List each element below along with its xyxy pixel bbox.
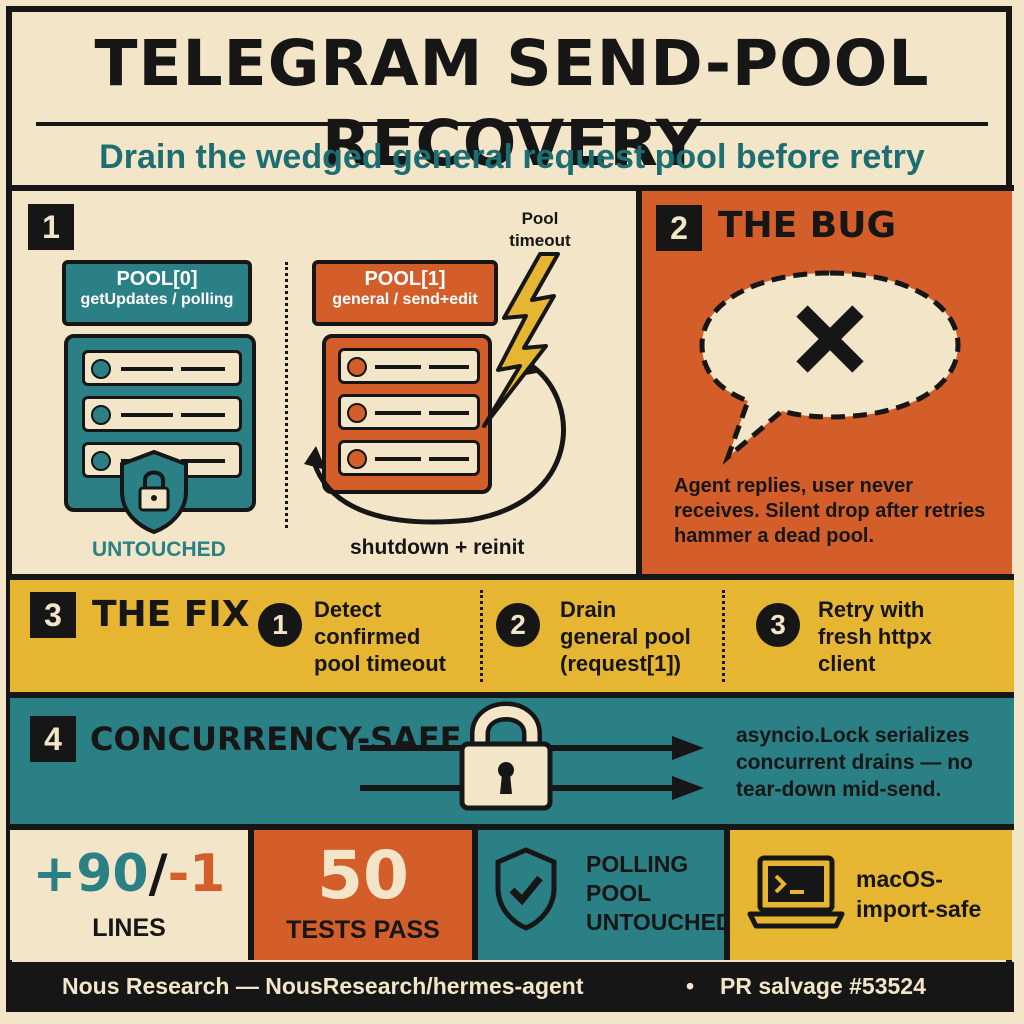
fix-step-line: fresh httpx <box>818 624 932 649</box>
macos-stat: macOS- import-safe <box>730 830 1012 960</box>
fix-step-1: Detect confirmed pool timeout <box>314 596 446 677</box>
lightning-icon <box>482 252 560 428</box>
title-underline <box>36 122 988 126</box>
pool1-subtitle: general / send+edit <box>332 291 478 308</box>
fix-step-line: confirmed <box>314 624 421 649</box>
fix-step-line: Retry with <box>818 597 925 622</box>
pool1-title: POOL[1] <box>364 268 446 290</box>
pool1-server <box>322 334 492 494</box>
fix-panel: 3 THE FIX 1 Detect confirmed pool timeou… <box>10 580 1014 692</box>
fix-step-divider <box>480 590 483 682</box>
concurrency-line: concurrent drains — no <box>736 751 973 774</box>
fix-heading: THE FIX <box>92 594 250 635</box>
divider <box>10 692 1014 698</box>
fix-step-line: pool timeout <box>314 651 446 676</box>
tests-value: 50 <box>317 837 409 914</box>
fix-step-line: client <box>818 651 876 676</box>
fix-step-3: Retry with fresh httpx client <box>818 596 932 677</box>
pool-timeout-label-line2: timeout <box>509 231 571 250</box>
footer-pr: PR salvage #53524 <box>720 973 926 999</box>
page-subtitle: Drain the wedged general request pool be… <box>99 138 925 176</box>
lines-added: +90 <box>32 844 149 904</box>
concurrency-heading: CONCURRENCY-SAFE <box>90 720 462 758</box>
divider <box>10 824 1014 830</box>
panel3-number: 3 <box>30 592 76 638</box>
pool1-slot <box>338 394 480 430</box>
page-title: TELEGRAM SEND-POOL RECOVERY <box>94 27 930 180</box>
fix-step-number: 2 <box>496 603 540 647</box>
divider <box>10 185 1014 191</box>
fix-step-number: 1 <box>258 603 302 647</box>
lines-separator: / <box>148 844 168 904</box>
lines-change: +90/-1 <box>10 844 248 904</box>
polling-line: POLLING <box>586 851 689 877</box>
fix-step-number: 3 <box>756 603 800 647</box>
pool0-slot <box>82 396 242 432</box>
lines-removed: -1 <box>167 844 226 904</box>
footer: Nous Research — NousResearch/hermes-agen… <box>10 962 1014 1012</box>
macos-line: macOS- <box>856 866 943 892</box>
lines-stat: +90/-1 LINES <box>10 830 254 960</box>
bug-heading: THE BUG <box>718 205 897 246</box>
x-speech-bubble-icon <box>699 270 961 465</box>
lines-label: LINES <box>92 914 166 942</box>
pool0-title: POOL[0] <box>116 268 198 290</box>
panel2-number: 2 <box>656 205 702 251</box>
pool-timeout-label: Pool timeout <box>500 208 580 252</box>
fix-step-line: Detect <box>314 597 382 622</box>
panel4-number: 4 <box>30 716 76 762</box>
polling-line: UNTOUCHED <box>586 909 733 935</box>
concurrency-description: asyncio.Lock serializes concurrent drain… <box>736 722 973 803</box>
macos-line: import-safe <box>856 896 982 922</box>
pool0-server <box>64 334 256 512</box>
fix-step-line: (request[1]) <box>560 651 682 676</box>
pool0-subtitle: getUpdates / polling <box>80 291 234 308</box>
concurrency-line: tear-down mid-send. <box>736 778 942 801</box>
footer-credit: Nous Research — NousResearch/hermes-agen… <box>62 973 584 999</box>
polling-text: POLLING POOL UNTOUCHED <box>586 850 733 937</box>
tests-stat: 50 TESTS PASS <box>254 830 478 960</box>
concurrency-line: asyncio.Lock serializes <box>736 724 970 747</box>
pool1-label: POOL[1] general / send+edit <box>312 260 498 326</box>
bug-description: Agent replies, user never receives. Sile… <box>674 475 986 547</box>
pool0-slot <box>82 350 242 386</box>
footer-bullet: • <box>686 973 695 999</box>
pool0-label: POOL[0] getUpdates / polling <box>62 260 252 326</box>
pool-timeout-label-line1: Pool <box>521 209 559 228</box>
fix-step-2: Drain general pool (request[1]) <box>560 596 691 677</box>
panel1-divider <box>285 262 288 528</box>
pool1-slot <box>338 440 480 476</box>
pool1-slot <box>338 348 480 384</box>
bug-panel: 2 THE BUG Agent replies, user never rece… <box>636 191 1012 574</box>
pool1-action: shutdown + reinit <box>350 536 525 559</box>
macos-text: macOS- import-safe <box>856 864 981 924</box>
polling-stat: POLLING POOL UNTOUCHED <box>478 830 733 960</box>
polling-line: POOL <box>586 880 652 906</box>
panel1-number: 1 <box>28 204 74 250</box>
divider <box>10 574 1014 580</box>
fix-step-divider <box>722 590 725 682</box>
concurrency-panel: 4 CONCURRENCY-SAFE asyncio.Lock serializ… <box>10 698 1014 824</box>
fix-step-line: general pool <box>560 624 691 649</box>
terminal-laptop-icon <box>747 855 845 929</box>
lock-shield-icon <box>120 449 188 535</box>
pool0-status: UNTOUCHED <box>92 538 226 561</box>
padlock-icon <box>360 701 704 811</box>
tests-label: TESTS PASS <box>286 916 440 944</box>
fix-step-line: Drain <box>560 597 617 622</box>
shield-check-icon <box>495 847 557 931</box>
